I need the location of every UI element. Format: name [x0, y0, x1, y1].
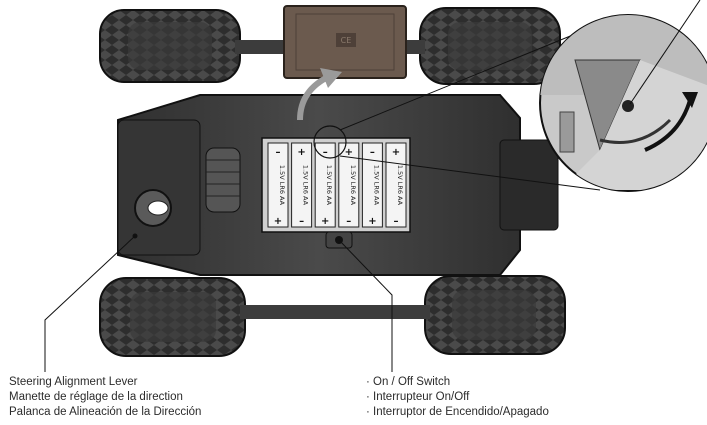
steering-alignment-lever-label: Steering Alignment Lever Manette de régl… [9, 375, 201, 420]
battery-polarity-top: + [297, 147, 305, 158]
battery-label: 1.5V LR6 AA [278, 165, 286, 206]
leader-screw [629, 0, 701, 105]
battery-polarity-top: – [276, 147, 281, 158]
battery-polarity-top: + [345, 147, 353, 158]
battery-label: 1.5V LR6 AA [372, 165, 380, 206]
battery-label: 1.5V LR6 AA [325, 165, 333, 206]
battery-aa: – +1.5V LR6 AA [267, 142, 289, 228]
battery-polarity-top: – [323, 147, 328, 158]
tire-front-right [419, 7, 561, 85]
battery-polarity-bottom: + [368, 216, 376, 227]
tire-rear-left [99, 277, 246, 357]
battery-polarity-bottom: – [346, 216, 351, 227]
battery-polarity-bottom: + [274, 216, 282, 227]
battery-cover: CE [283, 5, 407, 79]
svg-text:CE: CE [341, 36, 352, 45]
zoom-connector-top [339, 29, 586, 131]
battery-polarity-bottom: + [321, 216, 329, 227]
screw-highlight-circle [313, 125, 347, 159]
label-line-en: · On / Off Switch [366, 376, 451, 388]
label-line-fr: Manette de réglage de la direction [9, 391, 183, 403]
label-line-es: · Interruptor de Encendido/Apagado [366, 406, 549, 418]
cover-removal-arrowhead [320, 68, 342, 88]
battery-aa: – +1.5V LR6 AA [361, 142, 383, 228]
tire-front-left [99, 9, 241, 83]
rear-axle [240, 305, 430, 319]
battery-aa: – +1.5V LR6 AA [314, 142, 336, 228]
battery-aa: + – 1.5V LR6 AA [338, 142, 360, 228]
zoom-connector-bottom [339, 155, 601, 191]
battery-polarity-bottom: – [394, 216, 399, 227]
battery-polarity-top: – [370, 147, 375, 158]
label-line-fr: · Interrupteur On/Off [366, 391, 470, 403]
battery-polarity-bottom: – [299, 216, 304, 227]
battery-polarity-top: + [392, 147, 400, 158]
on-off-switch-label: · On / Off Switch · Interrupteur On/Off … [366, 375, 549, 420]
battery-aa: + – 1.5V LR6 AA [385, 142, 407, 228]
steering-alignment-lever[interactable] [134, 189, 172, 227]
battery-label: 1.5V LR6 AA [349, 165, 357, 206]
label-line-en: Steering Alignment Lever [9, 376, 138, 388]
battery-label: 1.5V LR6 AA [302, 165, 310, 206]
screw-zoom-inset [539, 14, 707, 192]
battery-row: –+1.5V LR6 AA+–1.5V LR6 AA–+1.5V LR6 AA+… [267, 142, 407, 228]
label-line-es: Palanca de Alineación de la Dirección [9, 406, 202, 418]
leader-steering [44, 233, 138, 372]
leader-switch [336, 237, 393, 372]
tire-rear-right [424, 275, 566, 355]
battery-aa: + – 1.5V LR6 AA [291, 142, 313, 228]
battery-label: 1.5V LR6 AA [396, 165, 404, 206]
